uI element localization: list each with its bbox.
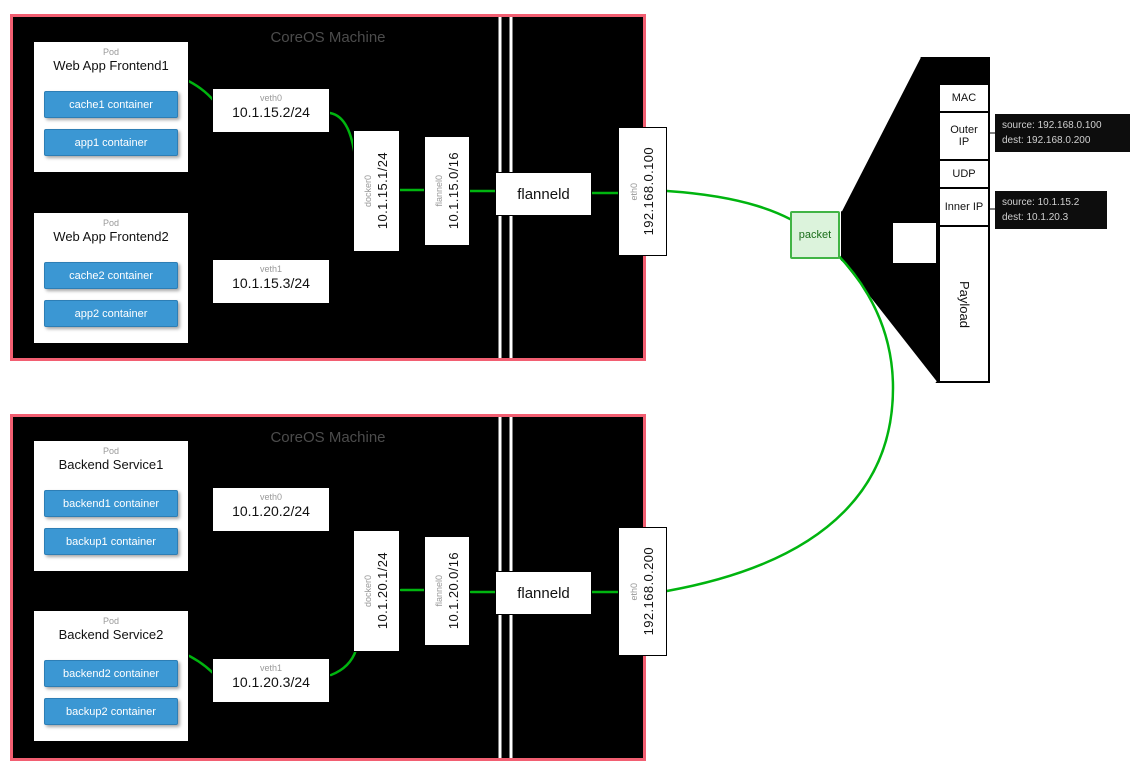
eth0-label: eth0: [629, 582, 639, 601]
packet-layer-payload-label: Payload: [957, 280, 972, 328]
veth0-label: veth0: [259, 93, 283, 103]
pod-tag: Pod: [102, 446, 119, 456]
veth0-label: veth0: [259, 492, 283, 502]
packet-layer-mac: MAC: [940, 85, 988, 113]
eth0-ip: 192.168.0.100: [641, 147, 656, 236]
flannel0-label: flannel0: [433, 575, 444, 607]
veth1-ip: 10.1.20.3/24: [232, 674, 310, 690]
veth1-box-machine1: veth1 10.1.15.3/24: [212, 259, 330, 304]
eth0-ip: 192.168.0.200: [641, 547, 656, 636]
eth0-box-machine2: eth0 192.168.0.200: [618, 527, 667, 656]
inner-ip-detail-label: source: 10.1.15.2 dest: 10.1.20.3: [995, 191, 1107, 229]
zoom-fan-cutout: [893, 223, 936, 263]
container-chip-backend2: backend2 container: [44, 660, 178, 687]
pod-backend-service2: Pod Backend Service2 backend2 container …: [33, 610, 189, 742]
veth0-box-machine2: veth0 10.1.20.2/24: [212, 487, 330, 532]
packet-layer-udp: UDP: [940, 161, 988, 189]
pod-tag: Pod: [102, 47, 119, 57]
eth0-box-machine1: eth0 192.168.0.100: [618, 127, 667, 256]
veth0-ip: 10.1.15.2/24: [232, 104, 310, 120]
veth1-label: veth1: [259, 663, 283, 673]
pod-tag: Pod: [102, 616, 119, 626]
packet-layer-inner-ip-label: Inner IP: [944, 201, 984, 213]
outer-ip-source: source: 192.168.0.100: [1002, 120, 1102, 131]
veth1-label: veth1: [259, 264, 283, 274]
machine-2-title: CoreOS Machine: [270, 429, 386, 446]
inner-ip-dest: dest: 10.1.20.3: [1002, 212, 1069, 223]
container-chip-cache1: cache1 container: [44, 91, 178, 118]
packet-layer-mac-label: MAC: [951, 92, 977, 104]
packet-layer-inner-ip: Inner IP: [940, 189, 988, 227]
pod-web-app-frontend1: Pod Web App Frontend1 cache1 container a…: [33, 41, 189, 173]
pod-name: Web App Frontend2: [53, 229, 169, 244]
packet-layer-payload: Payload: [940, 227, 988, 381]
docker0-box-machine2: docker0 10.1.20.1/24: [353, 530, 400, 652]
inner-ip-source: source: 10.1.15.2: [1002, 197, 1080, 208]
container-chip-backup2: backup2 container: [44, 698, 178, 725]
packet-node: packet: [790, 211, 840, 259]
outer-ip-dest: dest: 192.168.0.200: [1002, 135, 1091, 146]
packet-layer-outer-ip: Outer IP: [940, 113, 988, 161]
flannel0-box-machine2: flannel0 10.1.20.0/16: [424, 536, 470, 646]
flanneld-box-machine1: flanneld: [495, 172, 592, 216]
zoom-fan-bottom-edge: [840, 260, 937, 383]
docker0-label: docker0: [363, 174, 373, 208]
flannel0-box-machine1: flannel0 10.1.15.0/16: [424, 136, 470, 246]
docker0-box-machine1: docker0 10.1.15.1/24: [353, 130, 400, 252]
pod-backend-service1: Pod Backend Service1 backend1 container …: [33, 440, 189, 572]
packet-layer-udp-label: UDP: [952, 168, 976, 180]
flanneld-box-machine2: flanneld: [495, 571, 592, 615]
container-chip-app2: app2 container: [44, 300, 178, 327]
flannel0-ip: 10.1.15.0/16: [445, 152, 461, 230]
eth0-label: eth0: [629, 182, 639, 201]
flannel0-label: flannel0: [433, 175, 444, 207]
zoom-fan-top-edge: [840, 56, 921, 212]
veth0-ip: 10.1.20.2/24: [232, 503, 310, 519]
veth0-box-machine1: veth0 10.1.15.2/24: [212, 88, 330, 133]
outer-ip-detail-label: source: 192.168.0.100 dest: 192.168.0.20…: [995, 114, 1130, 152]
container-chip-backup1: backup1 container: [44, 528, 178, 555]
veth1-box-machine2: veth1 10.1.20.3/24: [212, 658, 330, 703]
pod-name: Backend Service2: [58, 627, 164, 642]
container-chip-app1: app1 container: [44, 129, 178, 156]
docker0-label: docker0: [363, 574, 373, 608]
machine-1-title: CoreOS Machine: [270, 29, 386, 46]
packet-structure-stack: MAC Outer IP UDP Inner IP Payload: [938, 83, 990, 383]
pod-name: Web App Frontend1: [53, 58, 169, 73]
pod-web-app-frontend2: Pod Web App Frontend2 cache2 container a…: [33, 212, 189, 344]
pod-tag: Pod: [102, 218, 119, 228]
container-chip-backend1: backend1 container: [44, 490, 178, 517]
veth1-ip: 10.1.15.3/24: [232, 275, 310, 291]
docker0-ip: 10.1.20.1/24: [375, 552, 390, 630]
flannel0-ip: 10.1.20.0/16: [445, 552, 461, 630]
packet-layer-outer-ip-label: Outer IP: [950, 124, 978, 148]
pod-name: Backend Service1: [58, 457, 164, 472]
docker0-ip: 10.1.15.1/24: [375, 152, 390, 230]
container-chip-cache2: cache2 container: [44, 262, 178, 289]
